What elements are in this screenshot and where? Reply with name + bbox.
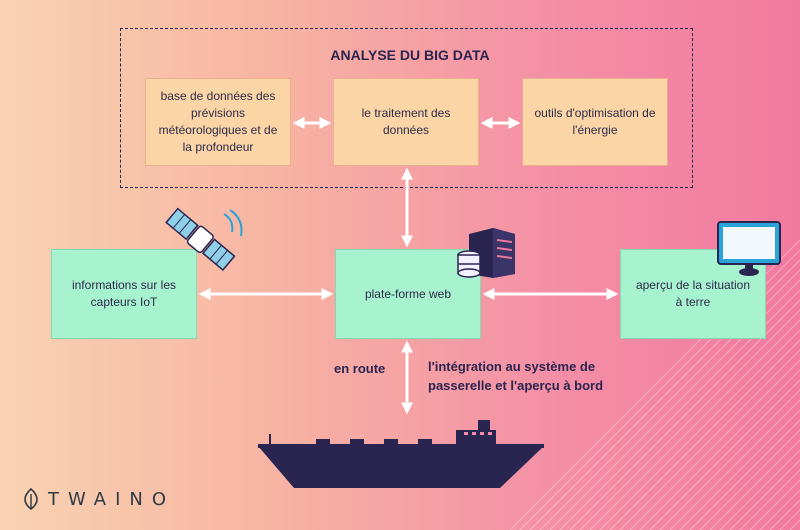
energy-optimization-box: outils d'optimisation de l'énergie [522, 78, 668, 166]
server-icon [457, 228, 515, 278]
data-processing-box: le traitement des données [333, 78, 479, 166]
logo-text: TWAINO [48, 488, 176, 510]
satellite-icon [165, 207, 243, 272]
ship-icon [258, 420, 544, 488]
en-route-label: en route [334, 361, 386, 376]
leaf-icon [24, 488, 38, 510]
web-platform-box: plate-forme web [335, 249, 481, 339]
weather-database-box: base de données des prévisions météorolo… [145, 78, 291, 166]
bridge-integration-label: l'intégration au système de passerelle e… [428, 359, 604, 393]
twaino-logo: TWAINO [22, 488, 175, 510]
big-data-title: ANALYSE DU BIG DATA [330, 47, 490, 63]
monitor-icon [717, 221, 781, 276]
iot-sensors-box: informations sur les capteurs IoT [51, 249, 197, 339]
